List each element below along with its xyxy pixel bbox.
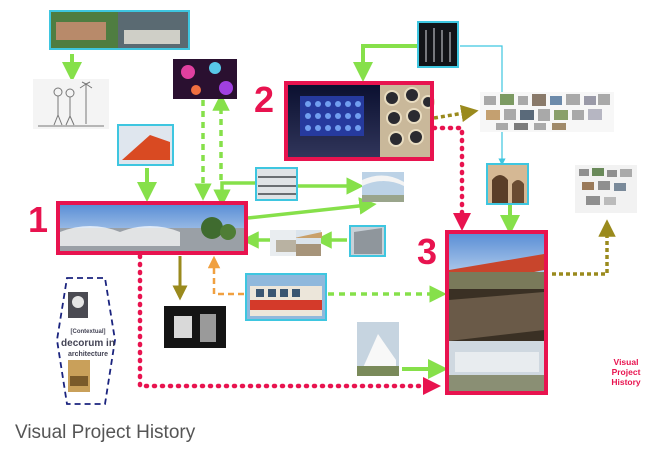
photo-storefront xyxy=(245,273,327,321)
photo-disco-interior xyxy=(173,59,237,99)
photo-parking-structure xyxy=(255,167,298,201)
connectors xyxy=(62,44,616,395)
node-1-panorama xyxy=(56,201,248,255)
node-1-number: 1 xyxy=(28,199,48,240)
hex-book-line-1: [Contextual] xyxy=(70,329,106,335)
photo-canopy xyxy=(362,172,404,202)
red-dotted-node1-to-node3 xyxy=(137,253,441,395)
hex-book-title: [Contextual] decorum in architecture xyxy=(52,327,124,360)
hex-book-line-2: decorum in xyxy=(61,338,115,349)
photo-dark-building xyxy=(417,21,459,68)
orange-arrow-storefront-to-node1 xyxy=(207,255,244,296)
photo-grey-building xyxy=(349,225,386,257)
arrow-dark-building-to-node2 xyxy=(353,44,418,82)
olive-arrow-node2-to-collage xyxy=(433,104,479,123)
book-hexagon xyxy=(56,277,116,405)
photo-red-building xyxy=(117,124,174,166)
arrow-parking-to-node1 xyxy=(213,181,255,207)
photo-cloister xyxy=(486,163,529,205)
side-note-visual-project-history: Visual Project History xyxy=(608,357,644,387)
photo-house-roof xyxy=(270,230,322,256)
node-2-photos xyxy=(284,81,435,161)
red-dotted-node2-to-node3 xyxy=(431,125,471,231)
photo-interior-dark xyxy=(164,306,226,348)
photo-heritage-buildings xyxy=(49,10,190,50)
caption: Visual Project History xyxy=(15,422,196,443)
photo-white-building xyxy=(357,322,399,376)
side-note-line-2: Project xyxy=(611,367,641,377)
collage-thumbnails xyxy=(480,92,614,132)
arrow-node1-to-canopy xyxy=(247,197,377,220)
node-3-photos xyxy=(445,230,548,395)
sketch-figures xyxy=(33,79,109,129)
side-note-line-3: History xyxy=(611,377,641,387)
node-3-number: 3 xyxy=(417,231,437,272)
map-collage xyxy=(575,165,637,213)
olive-arrow-node3-to-map xyxy=(552,219,616,276)
side-note-line-1: Visual xyxy=(613,357,639,367)
node-2-number: 2 xyxy=(254,79,274,120)
hex-book-line-3: architecture xyxy=(67,351,109,358)
